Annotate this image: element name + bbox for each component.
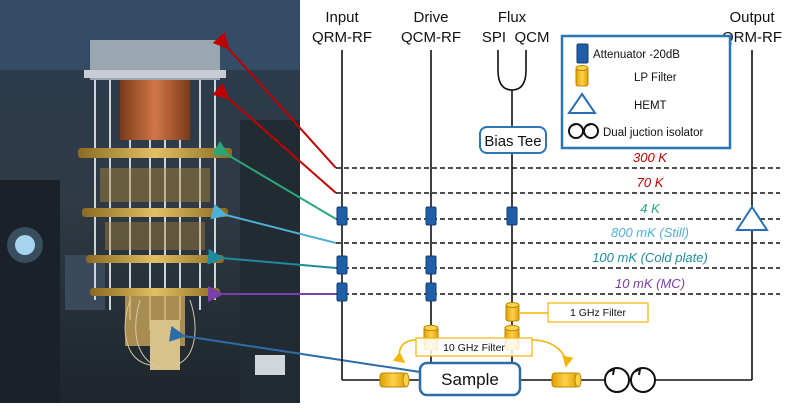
attenuator-icon <box>425 282 437 302</box>
stage-labels: 300 K 70 K 4 K 800 mK (Still) 100 mK (Co… <box>592 150 708 291</box>
output-title: Output <box>729 9 775 26</box>
drive-module: QCM-RF <box>401 29 461 46</box>
input-title: Input <box>325 9 359 26</box>
column-headers: Input QRM-RF Drive QCM-RF Flux SPI QCM O… <box>312 9 782 46</box>
filter-1ghz-label-box: 1 GHz Filter <box>547 302 649 323</box>
filter-arrows <box>392 339 574 368</box>
attenuator-icon <box>336 206 348 226</box>
temperature-stages <box>336 167 780 295</box>
legend-lp-filter: LP Filter <box>634 72 677 84</box>
drive-title: Drive <box>413 9 448 26</box>
attenuator-icon <box>576 43 589 64</box>
legend-attenuator: Attenuator -20dB <box>593 49 680 61</box>
attenuator-icon <box>425 206 437 226</box>
attenuator-icon <box>425 255 437 275</box>
output-module: QRM-RF <box>722 29 782 46</box>
flux-title: Flux <box>498 9 527 26</box>
isolator-icon <box>568 123 599 139</box>
attenuator-icon <box>506 206 518 226</box>
lp-filter-icon <box>575 65 589 87</box>
cryostat-photo <box>0 0 300 403</box>
legend: Attenuator -20dB LP Filter HEMT Dual juc… <box>560 34 732 150</box>
stage-4k: 4 K <box>640 201 661 216</box>
attenuator-icon <box>336 282 348 302</box>
filter-10ghz-label-box: 10 GHz Filter <box>415 337 533 357</box>
hemt-icon <box>735 205 769 231</box>
stage-cold-plate: 100 mK (Cold plate) <box>592 250 708 265</box>
stage-300k: 300 K <box>633 150 668 165</box>
isolator-icon <box>604 367 656 393</box>
legend-isolator: Dual juction isolator <box>603 127 704 139</box>
attenuator-icon <box>336 255 348 275</box>
stage-still: 800 mK (Still) <box>611 225 689 240</box>
sample-label: Sample <box>441 370 499 389</box>
filter-1ghz-label: 1 GHz Filter <box>570 307 627 319</box>
hemt-icon <box>567 92 597 114</box>
lp-filter-icon <box>505 302 520 322</box>
filter-10ghz-label: 10 GHz Filter <box>443 342 505 354</box>
lp-filter-icon <box>379 372 410 388</box>
input-module: QRM-RF <box>312 29 372 46</box>
lp-filter-icon <box>551 372 582 388</box>
sample-box: Sample <box>418 361 522 397</box>
legend-hemt: HEMT <box>634 100 667 112</box>
bias-tee: Bias Tee <box>479 126 547 154</box>
stage-mc: 10 mK (MC) <box>615 276 685 291</box>
attenuators <box>336 206 518 302</box>
bias-tee-label: Bias Tee <box>484 133 541 150</box>
stage-arrows <box>168 32 421 373</box>
flux-qcm: QCM <box>515 29 550 46</box>
flux-spi: SPI <box>482 29 506 46</box>
stage-70k: 70 K <box>637 175 665 190</box>
